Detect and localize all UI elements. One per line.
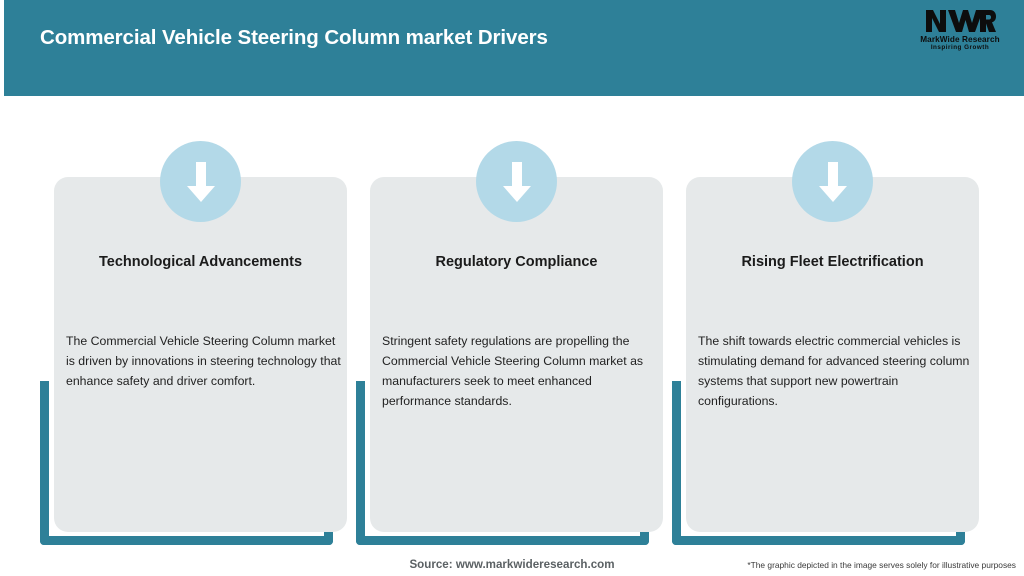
card-body: Regulatory Compliance Stringent safety r… — [370, 141, 663, 532]
card-title: Technological Advancements — [98, 254, 303, 270]
source-label: Source: www.markwideresearch.com — [409, 558, 615, 571]
mwr-logo-icon: MarkWide Research Inspiring Growth — [914, 8, 1006, 60]
card-description: The shift towards electric commercial ve… — [698, 334, 970, 408]
card-body: Technological Advancements The Commercia… — [54, 141, 347, 532]
down-arrow-glyph — [818, 161, 847, 202]
header-bar: Commercial Vehicle Steering Column marke… — [4, 0, 1024, 96]
card-description: Stringent safety regulations are propell… — [382, 334, 644, 408]
logo-tagline: Inspiring Growth — [930, 44, 990, 52]
card-title: Rising Fleet Electrification — [741, 254, 924, 270]
down-arrow-glyph — [502, 161, 531, 202]
down-arrow-icon — [792, 141, 873, 222]
down-arrow-icon — [476, 141, 557, 222]
mwr-monogram-icon — [926, 10, 996, 32]
down-arrow-glyph — [186, 161, 215, 202]
logo-company-name: MarkWide Research — [920, 35, 1000, 44]
disclaimer-label: *The graphic depicted in the image serve… — [747, 560, 1016, 570]
down-arrow-icon — [160, 141, 241, 222]
card-description: The Commercial Vehicle Steering Column m… — [66, 334, 341, 388]
page-title: Commercial Vehicle Steering Column marke… — [40, 26, 548, 49]
card-body: Rising Fleet Electrification The shift t… — [686, 141, 979, 532]
card-title: Regulatory Compliance — [435, 254, 598, 270]
